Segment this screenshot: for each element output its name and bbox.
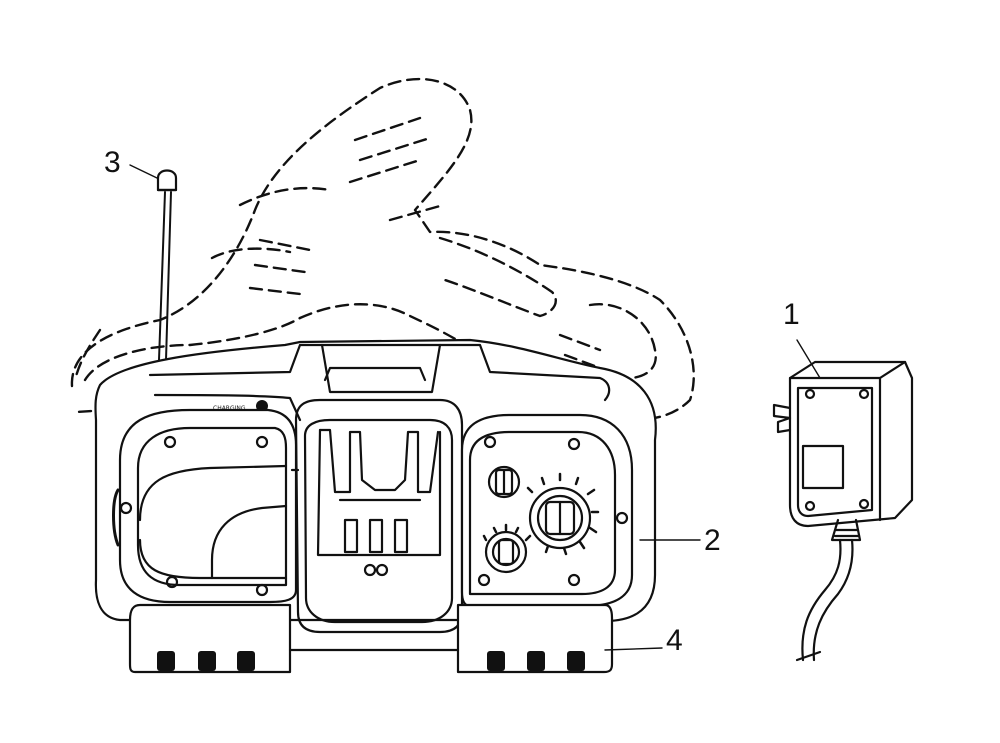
callout-leaders (129, 164, 821, 651)
left-speaker-panel (112, 408, 298, 604)
tuning-dial (526, 472, 600, 556)
callout-label-2: 2 (704, 524, 721, 557)
charging-label: CHARGING (213, 405, 246, 412)
band-selector-knob (487, 465, 521, 499)
callout-label-4: 4 (666, 624, 683, 657)
right-control-panel (460, 413, 634, 608)
callout-label-3: 3 (104, 146, 121, 179)
volume-knob (482, 523, 532, 574)
antenna (156, 169, 178, 361)
rubber-feet (128, 603, 614, 674)
ac-adapter (772, 360, 914, 662)
callout-label-1: 1 (783, 298, 800, 331)
